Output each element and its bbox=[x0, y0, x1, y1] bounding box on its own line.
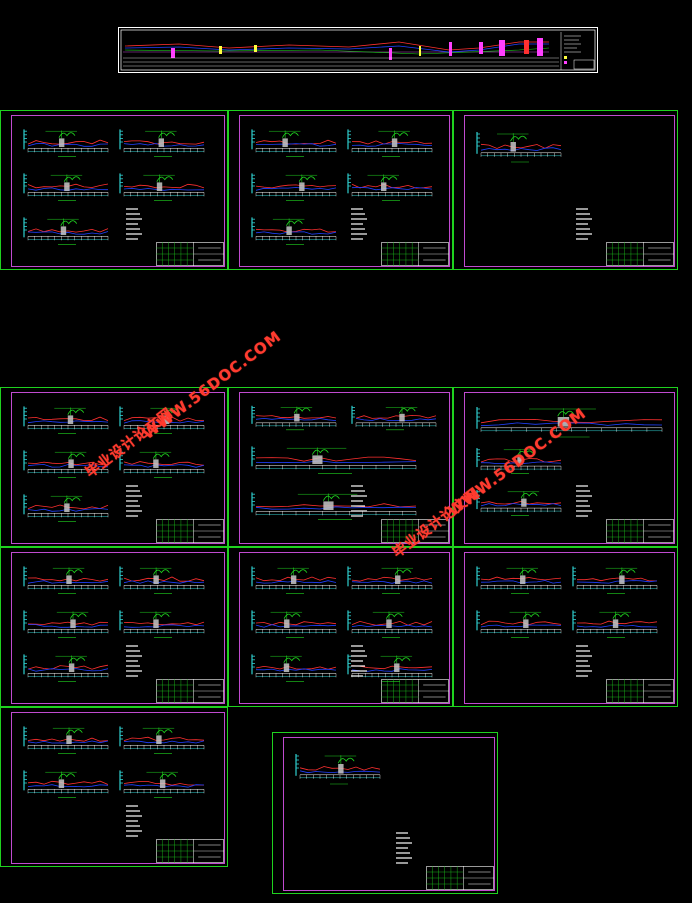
cross-section-drawing bbox=[22, 649, 112, 685]
cross-section-drawing bbox=[475, 443, 565, 477]
cross-section-drawing bbox=[250, 212, 340, 248]
drawing-sheet bbox=[228, 387, 453, 547]
cross-section-drawing bbox=[475, 605, 565, 641]
cross-section-drawing bbox=[346, 168, 436, 204]
cross-section-drawing bbox=[22, 489, 112, 525]
title-block bbox=[381, 679, 449, 703]
title-block bbox=[606, 679, 674, 703]
cross-section-drawing bbox=[22, 721, 112, 757]
drawing-sheet bbox=[0, 547, 228, 707]
cross-section-drawing bbox=[250, 124, 340, 160]
cross-section-drawing bbox=[118, 168, 208, 204]
cross-section-drawing bbox=[250, 441, 420, 477]
title-block bbox=[381, 519, 449, 543]
cross-section-drawing bbox=[22, 212, 112, 248]
cross-section-drawing bbox=[346, 124, 436, 160]
cross-section-drawing bbox=[346, 561, 436, 597]
cross-section-drawing bbox=[250, 605, 340, 641]
sheet-border bbox=[11, 392, 225, 544]
cross-section-drawing bbox=[475, 401, 666, 441]
title-block bbox=[156, 242, 224, 266]
drawing-sheet bbox=[228, 547, 453, 707]
notes-block bbox=[126, 803, 146, 839]
drawing-sheet bbox=[0, 110, 228, 270]
cross-section-drawing bbox=[118, 124, 208, 160]
cross-section-drawing bbox=[118, 561, 208, 597]
cross-section-drawing bbox=[22, 124, 112, 160]
notes-block bbox=[396, 830, 416, 866]
drawing-sheet bbox=[453, 547, 678, 707]
cross-section-drawing bbox=[350, 401, 440, 433]
cross-section-drawing bbox=[250, 561, 340, 597]
drawing-sheet bbox=[272, 732, 498, 894]
cross-section-drawing bbox=[250, 401, 340, 433]
drawing-sheet bbox=[0, 707, 228, 867]
cross-section-drawing bbox=[22, 561, 112, 597]
cross-section-drawing bbox=[250, 168, 340, 204]
notes-block bbox=[351, 206, 371, 242]
notes-block bbox=[351, 483, 371, 519]
title-block bbox=[606, 242, 674, 266]
drawing-sheet bbox=[228, 110, 453, 270]
drawing-sheet bbox=[453, 110, 678, 270]
sheet-border bbox=[239, 552, 450, 704]
cross-section-drawing bbox=[22, 445, 112, 481]
cross-section-drawing bbox=[294, 748, 384, 788]
cross-section-drawing bbox=[475, 126, 565, 166]
sheet-border bbox=[464, 115, 675, 267]
drawing-sheet bbox=[453, 387, 678, 547]
cross-section-drawing bbox=[475, 561, 565, 597]
cross-section-drawing bbox=[118, 445, 208, 481]
sheet-border bbox=[11, 115, 225, 267]
cross-section-drawing bbox=[22, 168, 112, 204]
sheet-border bbox=[464, 552, 675, 704]
cross-section-drawing bbox=[118, 605, 208, 641]
cross-section-drawing bbox=[22, 401, 112, 437]
notes-block bbox=[576, 483, 596, 519]
cross-section-drawing bbox=[22, 765, 112, 801]
title-block bbox=[606, 519, 674, 543]
sheet-border bbox=[464, 392, 675, 544]
notes-block bbox=[126, 643, 146, 679]
notes-block bbox=[576, 643, 596, 679]
title-block bbox=[156, 519, 224, 543]
notes-block bbox=[126, 483, 146, 519]
title-block bbox=[381, 242, 449, 266]
title-block bbox=[156, 679, 224, 703]
notes-block bbox=[576, 206, 596, 242]
cross-section-drawing bbox=[118, 721, 208, 757]
longitudinal-profile-sheet bbox=[118, 27, 598, 73]
cross-section-drawing bbox=[346, 605, 436, 641]
cross-section-drawing bbox=[475, 485, 565, 519]
sheet-border bbox=[283, 737, 495, 891]
drawing-sheet bbox=[0, 387, 228, 547]
title-block bbox=[156, 839, 224, 863]
cross-section-drawing bbox=[118, 401, 208, 437]
cross-section-drawing bbox=[571, 605, 661, 641]
sheet-border bbox=[11, 552, 225, 704]
cross-section-drawing bbox=[571, 561, 661, 597]
cross-section-drawing bbox=[250, 487, 420, 523]
sheet-border bbox=[239, 392, 450, 544]
sheet-border bbox=[239, 115, 450, 267]
cross-section-drawing bbox=[250, 649, 340, 685]
title-block bbox=[426, 866, 494, 890]
sheet-border bbox=[11, 712, 225, 864]
cross-section-drawing bbox=[118, 765, 208, 801]
notes-block bbox=[126, 206, 146, 242]
cross-section-drawing bbox=[22, 605, 112, 641]
notes-block bbox=[351, 643, 371, 679]
